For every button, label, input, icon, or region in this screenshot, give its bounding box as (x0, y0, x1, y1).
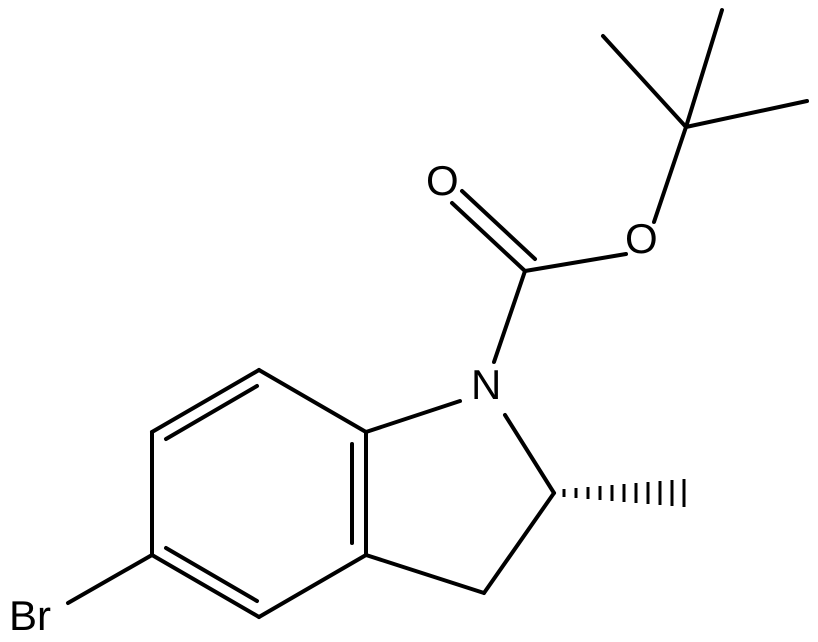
bond-tbu-methyl-top (684, 8, 724, 129)
bond-c7a-to-c7 (257, 368, 368, 434)
bond-carbonyl-double-a (450, 201, 527, 273)
bond-carbonyl-to-nitrogen (492, 269, 527, 364)
tert-butyl-group (601, 8, 809, 224)
atom-label-bromine: Br (9, 592, 51, 639)
bond-tbu-methyl-left (601, 34, 688, 129)
bond-c5-to-bromine (66, 553, 154, 605)
bond-c7-c6-inner (164, 384, 259, 441)
bond-nitrogen-to-c7a (364, 399, 462, 434)
atom-label-nitrogen: N (471, 361, 501, 408)
bond-c5-c4-inner (164, 546, 259, 603)
bond-c7-to-c6 (150, 368, 261, 434)
benzene-ring (150, 368, 368, 619)
bond-c3-to-c3a (364, 553, 486, 595)
bond-nitrogen-to-c2 (503, 413, 556, 495)
bond-carbonyl-double-b (460, 189, 537, 261)
bond-tbu-to-ester-oxygen (652, 125, 688, 224)
pyrrolidine-ring (350, 399, 556, 595)
bond-c4-to-c3a (257, 553, 368, 619)
bond-c2-to-c3 (482, 491, 556, 595)
hashed-wedge-methyl (562, 479, 686, 507)
bond-ester-oxygen-to-carbonyl (523, 252, 628, 273)
atom-label-ester-oxygen: O (625, 215, 658, 262)
carbamate-group (450, 189, 628, 364)
bond-tbu-methyl-right (684, 99, 809, 129)
atom-label-carbonyl-oxygen: O (426, 157, 459, 204)
bond-c5-to-c4 (150, 553, 261, 619)
